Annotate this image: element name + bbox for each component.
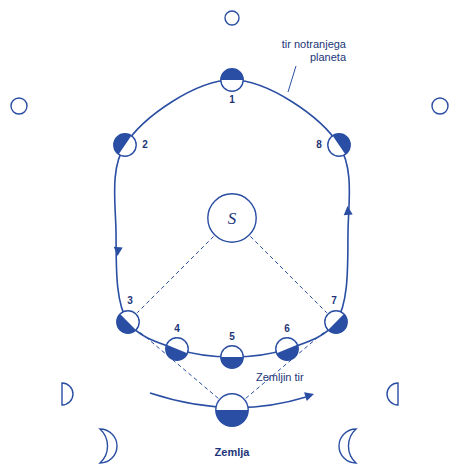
node-disc: [216, 394, 248, 426]
night-side: [221, 69, 243, 80]
night-side: [328, 314, 347, 333]
callout-number: 3: [127, 296, 133, 306]
phase-icon: [387, 383, 398, 405]
planet-circle: 1: [220, 68, 244, 92]
node-disc: [117, 311, 139, 333]
planet-circle: 3: [116, 310, 140, 334]
phase-icon: [339, 429, 356, 463]
sight-line: [246, 330, 326, 398]
planet-circle: 5: [220, 345, 244, 369]
orbit-label: tir notranjega planeta: [266, 38, 346, 64]
phase-icon: [225, 11, 239, 25]
earth-circle: Zemlja: [215, 393, 249, 427]
night-side: [117, 314, 136, 333]
night-side: [333, 134, 351, 154]
callout-number: 4: [174, 324, 180, 334]
sight-line: [137, 236, 213, 312]
node-disc: [114, 134, 136, 156]
planet-circle: 4: [165, 337, 189, 361]
node-outline: [324, 310, 348, 334]
sun-circle: S: [207, 193, 257, 243]
node-disc: [325, 311, 347, 333]
callout-number: 7: [331, 296, 337, 306]
sight-line: [250, 236, 326, 312]
planet-circle: 7: [324, 310, 348, 334]
node-disc: [276, 338, 298, 360]
night-side: [166, 345, 188, 361]
node-disc: [208, 194, 256, 242]
phase-icon: [432, 98, 448, 114]
leader-line: [288, 66, 296, 92]
night-side: [221, 357, 243, 368]
sight-line: [138, 330, 218, 398]
node-disc: [166, 338, 188, 360]
phase-icon: [100, 429, 117, 463]
orbit-arrow: [304, 392, 314, 401]
node-outline: [275, 337, 299, 361]
callout-number: 1: [229, 95, 235, 105]
callout-number: 5: [229, 332, 235, 342]
node-outline: [113, 133, 137, 157]
night-side: [277, 345, 299, 361]
sun-label: S: [228, 210, 237, 227]
node-outline: [215, 393, 249, 427]
callout-number: 2: [142, 140, 148, 150]
node-outline: [116, 310, 140, 334]
earth-label: Zemlja: [215, 447, 250, 458]
night-side: [114, 134, 132, 154]
node-outline: [220, 345, 244, 369]
orbit-arrow: [114, 247, 123, 256]
night-side: [216, 410, 248, 426]
orbit-label: Zemljin tir: [256, 371, 336, 384]
planet-orbit: [115, 80, 350, 357]
planet-circle: 2: [113, 133, 137, 157]
planet-circle: 6: [275, 337, 299, 361]
node-outline: [220, 68, 244, 92]
callout-number: 8: [316, 140, 322, 150]
callout-number: 6: [284, 324, 290, 334]
orbit-arrow: [344, 206, 353, 215]
phase-icon: [11, 98, 27, 114]
node-outline: [165, 337, 189, 361]
phase-icon: [62, 383, 73, 405]
node-disc: [328, 134, 350, 156]
node-outline: [327, 133, 351, 157]
node-disc: [221, 69, 243, 91]
planet-circle: 8: [327, 133, 351, 157]
node-disc: [221, 346, 243, 368]
